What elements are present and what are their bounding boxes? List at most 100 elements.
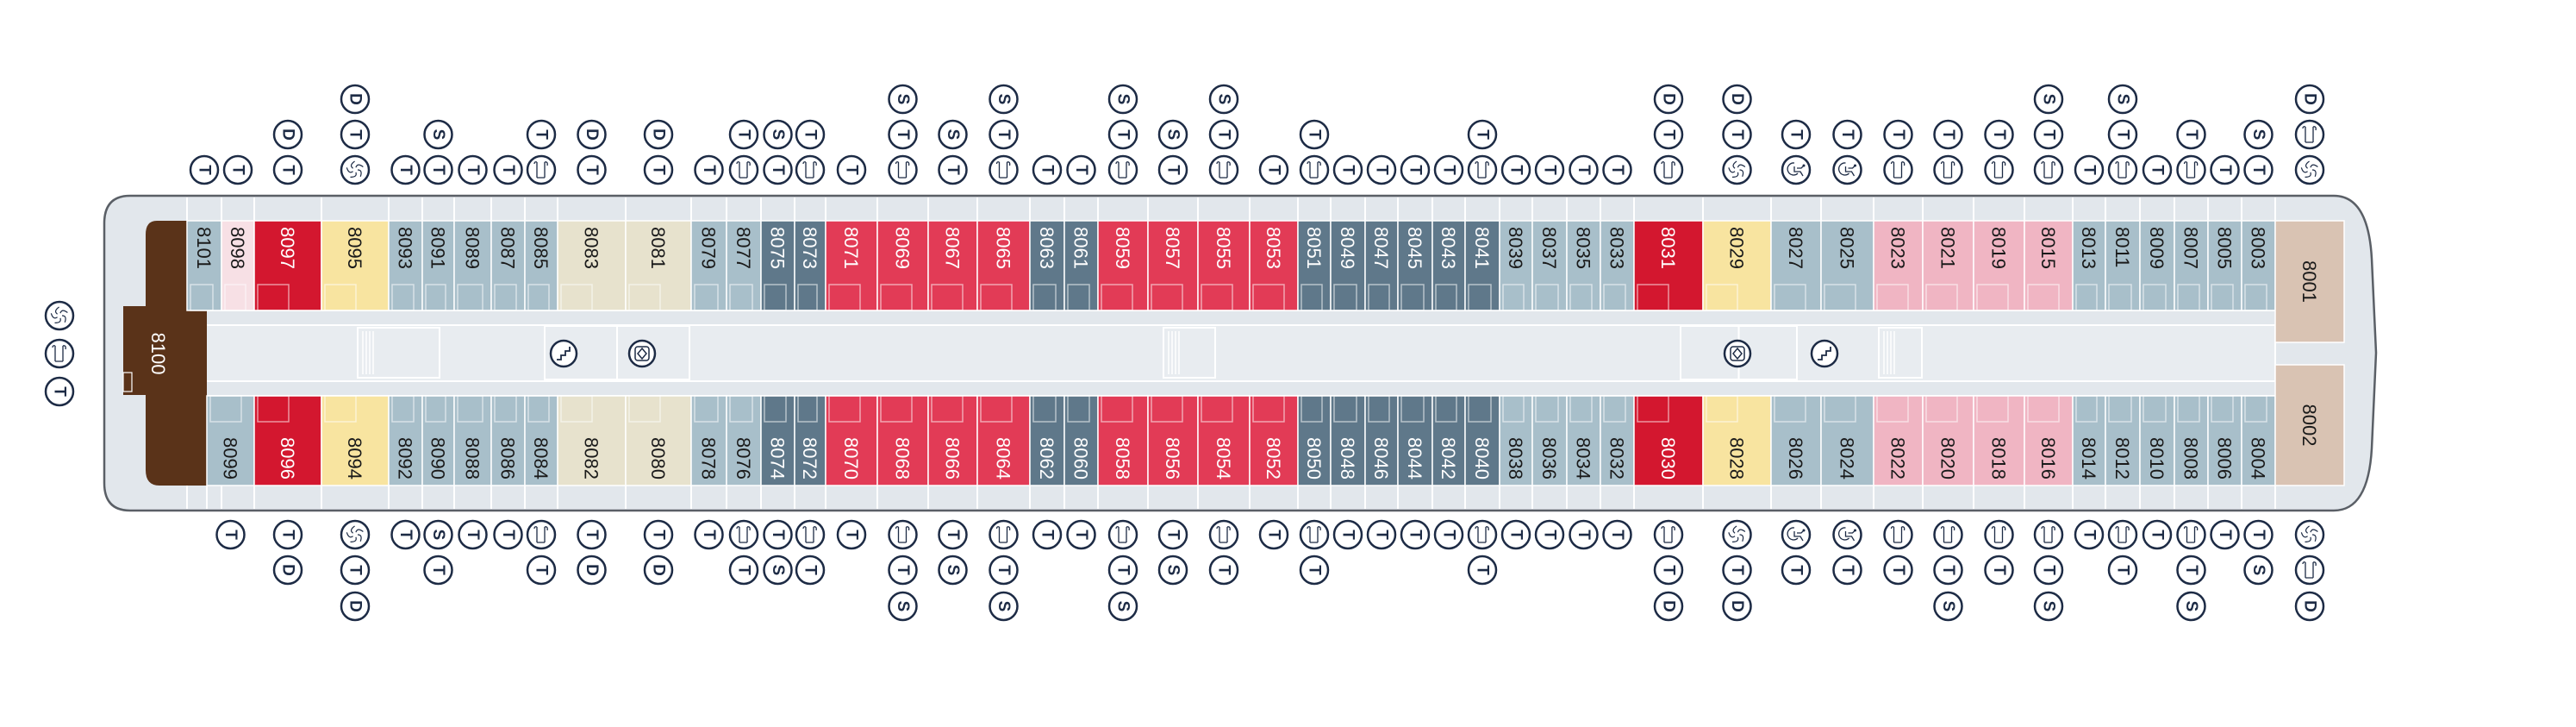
cabin-8026[interactable]: 8026 [1770,395,1822,486]
cabin-8061[interactable]: 8061 [1063,220,1099,311]
cabin-8009[interactable]: 8009 [2139,220,2175,311]
cabin-8034[interactable]: 8034 [1566,395,1601,486]
cabin-8045[interactable]: 8045 [1397,220,1433,311]
cabin-8027[interactable]: 8027 [1770,220,1822,311]
cabin-8099[interactable]: 8099 [206,395,255,486]
cabin-8059[interactable]: 8059 [1097,220,1149,311]
cabin-8011[interactable]: 8011 [2105,220,2141,311]
cabin-8029[interactable]: 8029 [1702,220,1772,311]
cabin-8035[interactable]: 8035 [1566,220,1601,311]
cabin-8021[interactable]: 8021 [1922,220,1974,311]
cabin-8032[interactable]: 8032 [1600,395,1635,486]
cabin-8073[interactable]: 8073 [794,220,826,311]
cabin-8090[interactable]: 8090 [421,395,455,486]
cabin-8020[interactable]: 8020 [1922,395,1974,486]
cabin-8060[interactable]: 8060 [1063,395,1099,486]
cabin-8023[interactable]: 8023 [1873,220,1924,311]
cabin-8042[interactable]: 8042 [1431,395,1466,486]
cabin-8010[interactable]: 8010 [2139,395,2175,486]
cabin-8025[interactable]: 8025 [1820,220,1874,311]
cabin-8076[interactable]: 8076 [726,395,762,486]
cabin-8006[interactable]: 8006 [2207,395,2242,486]
cabin-8100[interactable]: 8100 [122,221,207,486]
cabin-8016[interactable]: 8016 [2024,395,2074,486]
cabin-8052[interactable]: 8052 [1249,395,1299,486]
cabin-8074[interactable]: 8074 [760,395,795,486]
cabin-8055[interactable]: 8055 [1197,220,1251,311]
cabin-8012[interactable]: 8012 [2105,395,2141,486]
cabin-8050[interactable]: 8050 [1297,395,1332,486]
cabin-8065[interactable]: 8065 [976,220,1031,311]
cabin-8019[interactable]: 8019 [1973,220,2025,311]
cabin-8048[interactable]: 8048 [1330,395,1366,486]
cabin-8101[interactable]: 8101 [186,220,222,311]
cabin-8043[interactable]: 8043 [1431,220,1466,311]
cabin-8082[interactable]: 8082 [557,395,627,486]
cabin-8044[interactable]: 8044 [1397,395,1433,486]
cabin-8038[interactable]: 8038 [1499,395,1533,486]
cabin-8024[interactable]: 8024 [1820,395,1874,486]
cabin-8008[interactable]: 8008 [2174,395,2209,486]
cabin-8072[interactable]: 8072 [794,395,826,486]
cabin-8079[interactable]: 8079 [690,220,727,311]
cabin-8022[interactable]: 8022 [1873,395,1924,486]
cabin-8049[interactable]: 8049 [1330,220,1366,311]
cabin-8064[interactable]: 8064 [976,395,1031,486]
cabin-8075[interactable]: 8075 [760,220,795,311]
cabin-8083[interactable]: 8083 [557,220,627,311]
cabin-8077[interactable]: 8077 [726,220,762,311]
cabin-8002[interactable]: 8002 [2274,364,2345,486]
cabin-8092[interactable]: 8092 [388,395,423,486]
cabin-8057[interactable]: 8057 [1147,220,1199,311]
cabin-8036[interactable]: 8036 [1531,395,1568,486]
cabin-8056[interactable]: 8056 [1147,395,1199,486]
cabin-8041[interactable]: 8041 [1464,220,1500,311]
cabin-8085[interactable]: 8085 [524,220,558,311]
cabin-8097[interactable]: 8097 [253,220,322,311]
cabin-8089[interactable]: 8089 [453,220,492,311]
cabin-8084[interactable]: 8084 [524,395,558,486]
cabin-8033[interactable]: 8033 [1600,220,1635,311]
cabin-8091[interactable]: 8091 [421,220,455,311]
cabin-8062[interactable]: 8062 [1029,395,1065,486]
cabin-8053[interactable]: 8053 [1249,220,1299,311]
cabin-8068[interactable]: 8068 [876,395,929,486]
cabin-8046[interactable]: 8046 [1364,395,1399,486]
cabin-8003[interactable]: 8003 [2241,220,2276,311]
cabin-8037[interactable]: 8037 [1531,220,1568,311]
cabin-8054[interactable]: 8054 [1197,395,1251,486]
cabin-8094[interactable]: 8094 [321,395,390,486]
cabin-8096[interactable]: 8096 [253,395,322,486]
cabin-8007[interactable]: 8007 [2174,220,2209,311]
cabin-8086[interactable]: 8086 [490,395,526,486]
cabin-8098[interactable]: 8098 [221,220,255,311]
cabin-8093[interactable]: 8093 [388,220,423,311]
cabin-8069[interactable]: 8069 [876,220,929,311]
cabin-8066[interactable]: 8066 [927,395,978,486]
cabin-8071[interactable]: 8071 [825,220,878,311]
cabin-8001[interactable]: 8001 [2274,220,2345,343]
cabin-8058[interactable]: 8058 [1097,395,1149,486]
cabin-8039[interactable]: 8039 [1499,220,1533,311]
cabin-8087[interactable]: 8087 [490,220,526,311]
cabin-8081[interactable]: 8081 [625,220,692,311]
cabin-8030[interactable]: 8030 [1633,395,1704,486]
cabin-8063[interactable]: 8063 [1029,220,1065,311]
cabin-8013[interactable]: 8013 [2072,220,2106,311]
cabin-8095[interactable]: 8095 [321,220,390,311]
cabin-8088[interactable]: 8088 [453,395,492,486]
cabin-8004[interactable]: 8004 [2241,395,2276,486]
cabin-8040[interactable]: 8040 [1464,395,1500,486]
cabin-8051[interactable]: 8051 [1297,220,1332,311]
cabin-8047[interactable]: 8047 [1364,220,1399,311]
cabin-8070[interactable]: 8070 [825,395,878,486]
cabin-8018[interactable]: 8018 [1973,395,2025,486]
cabin-8028[interactable]: 8028 [1702,395,1772,486]
cabin-8067[interactable]: 8067 [927,220,978,311]
cabin-8031[interactable]: 8031 [1633,220,1704,311]
cabin-8014[interactable]: 8014 [2072,395,2106,486]
cabin-8005[interactable]: 8005 [2207,220,2242,311]
cabin-8078[interactable]: 8078 [690,395,727,486]
cabin-8080[interactable]: 8080 [625,395,692,486]
cabin-8015[interactable]: 8015 [2024,220,2074,311]
